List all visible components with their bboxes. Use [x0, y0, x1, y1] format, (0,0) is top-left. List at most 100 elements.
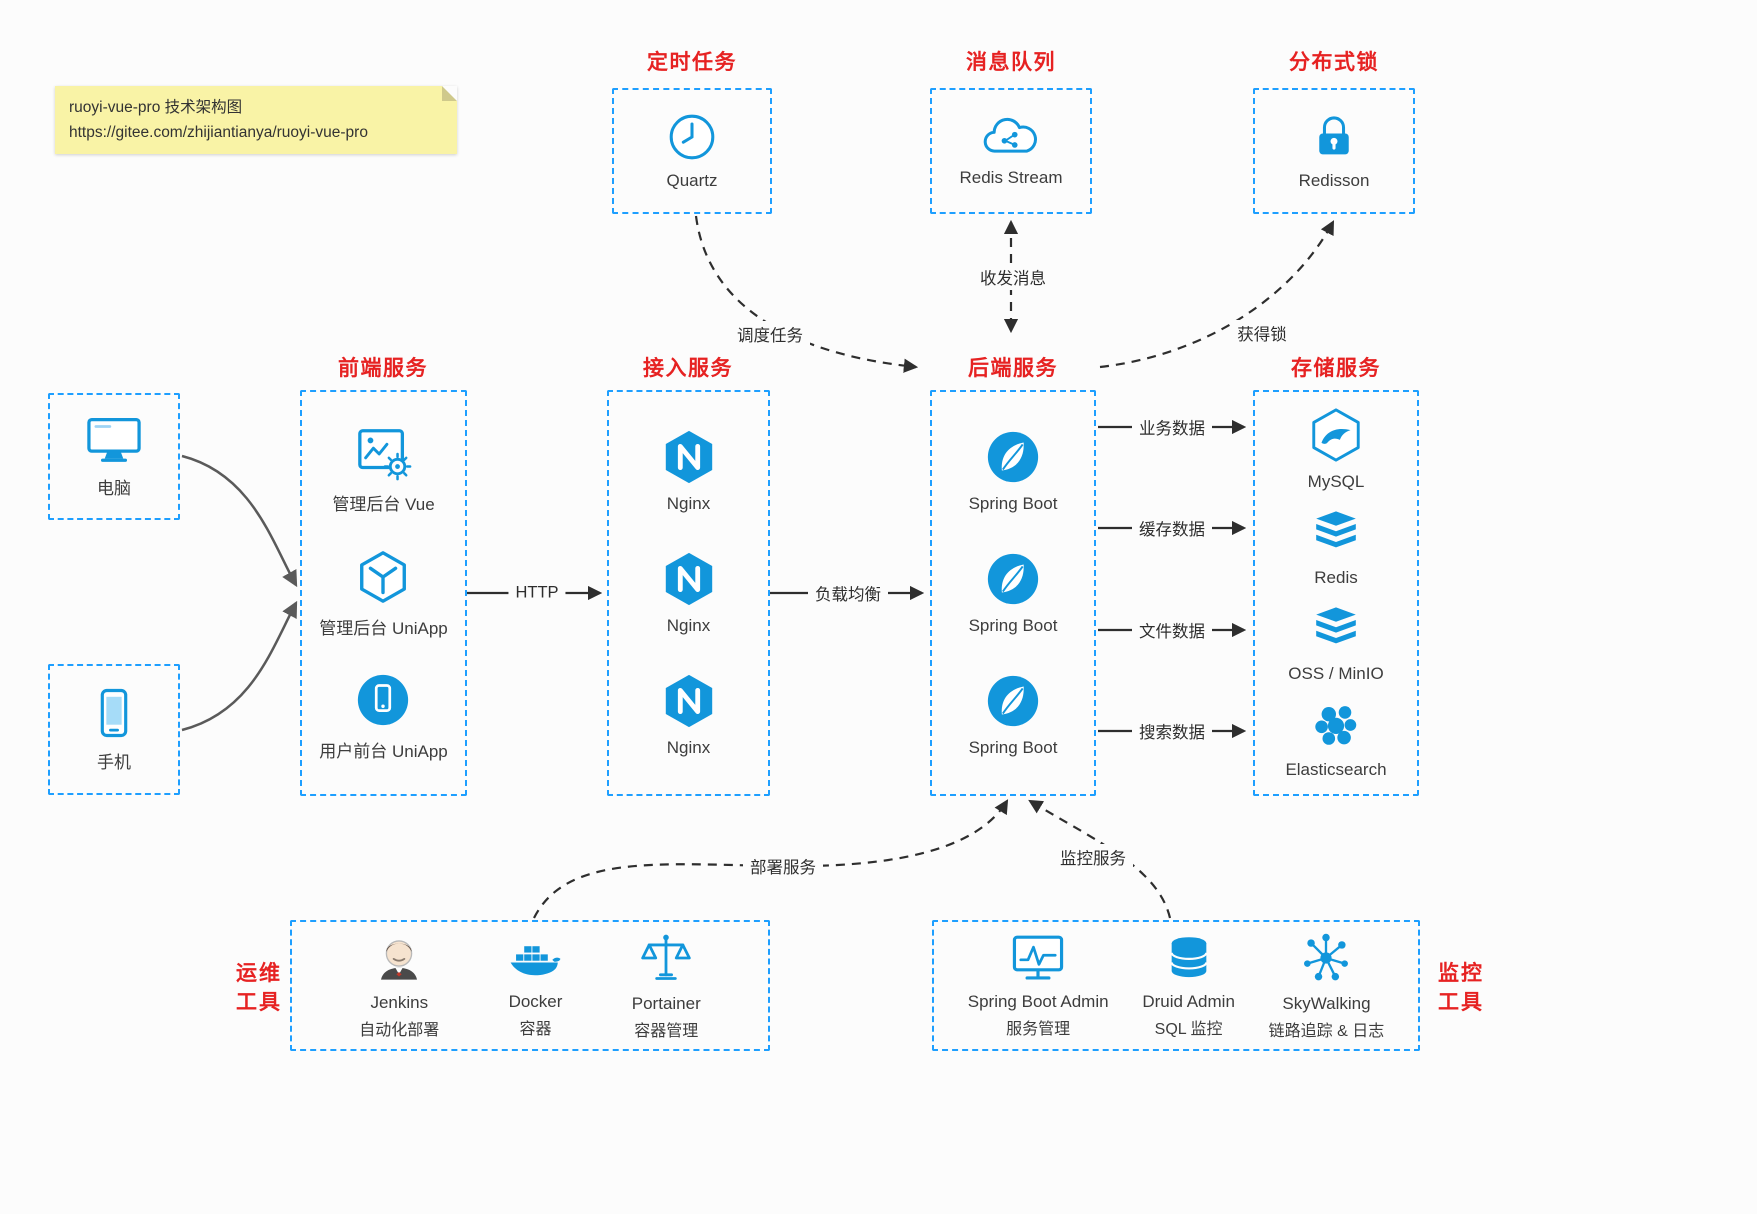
- scales-icon: [641, 934, 691, 980]
- tool-label: Docker: [508, 992, 563, 1011]
- tool-docker: Docker 容器: [507, 932, 565, 1039]
- note-url: https://gitee.com/zhijiantianya/ruoyi-vu…: [69, 124, 368, 141]
- client-label: 电脑: [97, 479, 131, 498]
- admin-window-gear-icon: [357, 429, 411, 481]
- tool-sublabel: 自动化部署: [359, 1022, 440, 1039]
- client-pc: 电脑: [84, 414, 144, 499]
- service-label: 管理后台 UniApp: [319, 618, 448, 638]
- tool-label: Jenkins: [370, 993, 429, 1012]
- smartphone-icon: [100, 688, 128, 738]
- service-label: Quartz: [666, 171, 718, 190]
- arrow-mobile-to-frontend: [181, 600, 298, 732]
- spring-leaf-icon: [987, 675, 1039, 727]
- edge-label-cache-data: 缓存数据: [1132, 515, 1212, 541]
- ops-tools-title-line2: 工具: [236, 991, 282, 1014]
- service-redis-stream: Redis Stream: [960, 114, 1062, 188]
- backend-title: 后端服务: [968, 357, 1058, 380]
- service-redisson: Redisson: [1298, 111, 1370, 191]
- service-nginx-2: Nginx: [660, 550, 718, 636]
- spring-leaf-icon: [987, 553, 1039, 605]
- edge-label-search-data: 搜索数据: [1132, 718, 1212, 744]
- hexagon-y-icon: [360, 550, 407, 603]
- docker-whale-icon: [510, 946, 560, 976]
- tool-spring-boot-admin: Spring Boot Admin 服务管理: [968, 932, 1109, 1039]
- tool-sublabel: 容器: [519, 1021, 552, 1038]
- tool-sublabel: 容器管理: [634, 1023, 699, 1040]
- monitoring-tools-box: Spring Boot Admin 服务管理 Druid Admin SQL 监…: [932, 920, 1420, 1051]
- nginx-hexagon-icon: [665, 552, 712, 606]
- client-mobile: 手机: [87, 686, 141, 773]
- monitoring-tools-title-line1: 监控: [1438, 962, 1484, 985]
- scheduler-title: 定时任务: [647, 51, 737, 74]
- lock-title: 分布式锁: [1289, 51, 1379, 74]
- service-oss-minio: OSS / MinIO: [1288, 602, 1384, 684]
- service-label: Nginx: [666, 616, 711, 635]
- tool-label: Portainer: [631, 994, 701, 1013]
- cloud-network-icon: [983, 117, 1037, 153]
- edge-label-http: HTTP: [508, 582, 566, 604]
- service-label: MySQL: [1307, 472, 1365, 491]
- ops-tools-title: 运维 工具: [236, 959, 282, 1017]
- monitoring-tools-title: 监控 工具: [1438, 959, 1484, 1017]
- circle-phone-icon: [358, 674, 409, 725]
- clock-icon: [669, 114, 715, 160]
- storage-title: 存储服务: [1291, 357, 1381, 380]
- service-label: 用户前台 UniApp: [319, 741, 448, 761]
- tool-label: SkyWalking: [1282, 994, 1371, 1013]
- tool-label: Druid Admin: [1142, 992, 1235, 1011]
- service-elasticsearch: Elasticsearch: [1285, 698, 1387, 780]
- tool-sublabel: 链路追踪 & 日志: [1268, 1023, 1385, 1040]
- service-mysql: MySQL: [1307, 406, 1365, 492]
- service-nginx-1: Nginx: [660, 428, 718, 514]
- service-label: OSS / MinIO: [1288, 664, 1384, 683]
- tool-skywalking: SkyWalking 链路追踪 & 日志: [1268, 930, 1385, 1041]
- edge-label-deploy-service: 部署服务: [743, 853, 823, 879]
- monitoring-tools-title-line2: 工具: [1438, 991, 1484, 1014]
- tool-portainer: Portainer 容器管理: [632, 930, 701, 1041]
- desktop-icon: [87, 417, 141, 462]
- client-pc-box: 电脑: [48, 393, 180, 520]
- tool-sublabel: SQL 监控: [1154, 1021, 1223, 1038]
- backend-services-box: Spring Boot Spring Boot Spring Boot: [930, 390, 1096, 796]
- service-nginx-3: Nginx: [660, 672, 718, 758]
- service-label: Spring Boot: [968, 494, 1058, 513]
- redis-stack-icon: [1316, 511, 1356, 548]
- edge-label-acquire-lock: 获得锁: [1230, 320, 1294, 346]
- padlock-icon: [1319, 116, 1349, 155]
- service-label: Elasticsearch: [1285, 760, 1387, 779]
- ops-tools-box: Jenkins 自动化部署 Docker 容器: [290, 920, 770, 1051]
- service-label: Nginx: [666, 738, 711, 757]
- elasticsearch-cluster-icon: [1315, 706, 1357, 745]
- gateway-title: 接入服务: [643, 357, 733, 380]
- frontend-title: 前端服务: [338, 357, 428, 380]
- storage-services-box: MySQL Redis OSS / MinIO: [1253, 390, 1419, 796]
- note-title: ruoyi-vue-pro 技术架构图: [69, 99, 243, 116]
- sticky-note: ruoyi-vue-pro 技术架构图 https://gitee.com/zh…: [55, 86, 457, 154]
- service-redis: Redis: [1309, 506, 1363, 588]
- service-admin-vue: 管理后台 Vue: [332, 424, 435, 515]
- scheduler-box: Quartz: [612, 88, 772, 214]
- service-label: Redis: [1314, 568, 1358, 587]
- service-admin-uniapp: 管理后台 UniApp: [319, 548, 448, 639]
- service-label: Nginx: [666, 494, 711, 513]
- lock-box: Redisson: [1253, 88, 1415, 214]
- network-nodes-icon: [1304, 933, 1349, 981]
- edge-label-load-balance: 负载均衡: [808, 580, 888, 606]
- tool-label: Spring Boot Admin: [967, 992, 1109, 1011]
- service-springboot-2: Spring Boot: [969, 550, 1057, 636]
- gateway-services-box: Nginx Nginx Nginx: [607, 390, 770, 796]
- spring-leaf-icon: [987, 431, 1039, 483]
- frontend-services-box: 管理后台 Vue 管理后台 UniApp 用户前台 UniApp: [300, 390, 467, 796]
- edge-label-schedule-task: 调度任务: [730, 321, 810, 347]
- ops-tools-title-line1: 运维: [236, 962, 282, 985]
- mq-title: 消息队列: [966, 51, 1056, 74]
- client-label: 手机: [97, 753, 131, 772]
- tool-jenkins: Jenkins 自动化部署: [359, 931, 439, 1040]
- service-springboot-3: Spring Boot: [969, 672, 1057, 758]
- nginx-hexagon-icon: [665, 430, 712, 484]
- service-label: Redisson: [1298, 171, 1370, 190]
- edge-label-business-data: 业务数据: [1132, 414, 1212, 440]
- arrow-acquire-lock: [1099, 220, 1335, 369]
